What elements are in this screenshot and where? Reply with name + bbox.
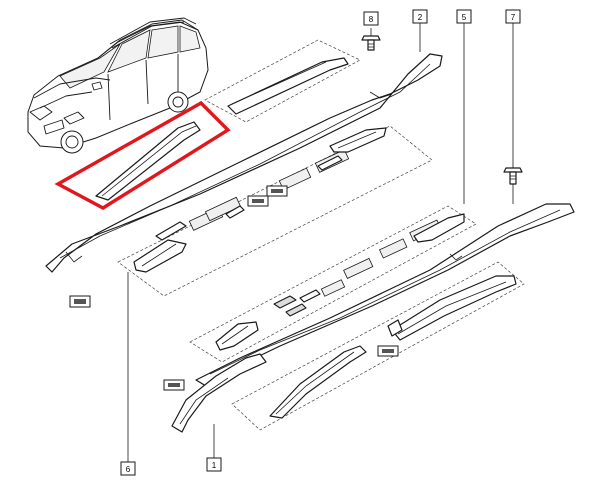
roof-rail-left [45, 53, 443, 273]
callout-7: 7 [505, 9, 521, 24]
callout-1: 1 [206, 457, 222, 472]
bolt-part-7 [503, 167, 523, 185]
end-cap-left-2 [215, 321, 259, 351]
callout-1-label: 1 [212, 461, 217, 470]
callout-2: 2 [412, 9, 428, 24]
bolt-part-8 [361, 35, 381, 51]
end-cap-left-1 [133, 239, 187, 273]
callout-7-label: 7 [511, 13, 516, 22]
car-illustration [27, 17, 209, 154]
clip-mid-c [317, 155, 343, 171]
roof-rail-front [171, 353, 267, 433]
clip-low-a [273, 295, 297, 309]
callout-6-label: 6 [126, 465, 131, 474]
clip-mid-b [225, 205, 245, 219]
callout-5: 5 [456, 9, 472, 24]
highlight-box [54, 100, 231, 210]
dashed-frame-lower [189, 205, 477, 363]
clip-mid-a [155, 221, 187, 241]
chip-low-2 [343, 257, 374, 279]
chip-low-1 [320, 279, 346, 297]
trim-strip-upper [227, 57, 349, 115]
chip-low-3 [378, 238, 408, 259]
clip-low-d [387, 319, 403, 337]
callout-8-label: 8 [369, 15, 374, 24]
callout-2-label: 2 [418, 13, 423, 22]
clip-low-c [299, 289, 321, 303]
end-cap-right-2 [413, 213, 465, 243]
clip-low-b [285, 303, 307, 317]
callout-5-label: 5 [462, 13, 467, 22]
dashed-frame-bottom [231, 261, 525, 431]
chip-mid-2 [204, 196, 242, 222]
chip-mid-3 [278, 167, 312, 191]
dashed-frame-upper [204, 39, 361, 123]
callout-6: 6 [120, 461, 136, 476]
callout-8: 8 [363, 11, 379, 26]
trim-strip-lower-right [391, 275, 517, 341]
trim-strip-lower-left [269, 345, 367, 419]
